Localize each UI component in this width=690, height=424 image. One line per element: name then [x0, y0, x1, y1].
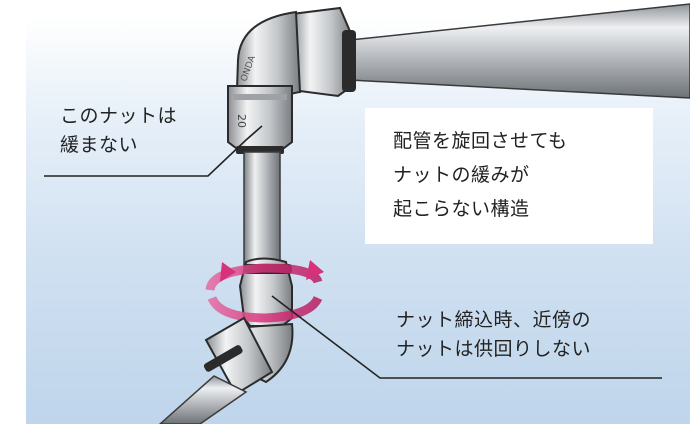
upper-pipe — [349, 3, 690, 99]
left-margin — [0, 0, 26, 424]
upper-vertical-nut: 20 — [227, 85, 293, 154]
label-nut-not-loosen: このナットは 緩まない — [60, 105, 178, 156]
callout-box: 配管を旋回させても ナットの緩みが 起こらない構造 — [365, 108, 653, 244]
vertical-pipe — [243, 151, 281, 273]
upper-nut — [291, 6, 356, 98]
lower-elbow — [203, 316, 294, 396]
label-nut-no-corotation: ナット締込時、近傍の ナットは供回りしない — [396, 309, 592, 360]
nut-size-marking: 20 — [235, 114, 248, 128]
rotation-arrow-icon — [205, 260, 324, 323]
callout-text: 配管を旋回させても ナットの緩みが 起こらない構造 — [393, 130, 568, 220]
leader-line-bottom-right — [271, 295, 662, 379]
lower-pipe — [158, 375, 248, 424]
leader-line-top-left — [44, 125, 263, 177]
